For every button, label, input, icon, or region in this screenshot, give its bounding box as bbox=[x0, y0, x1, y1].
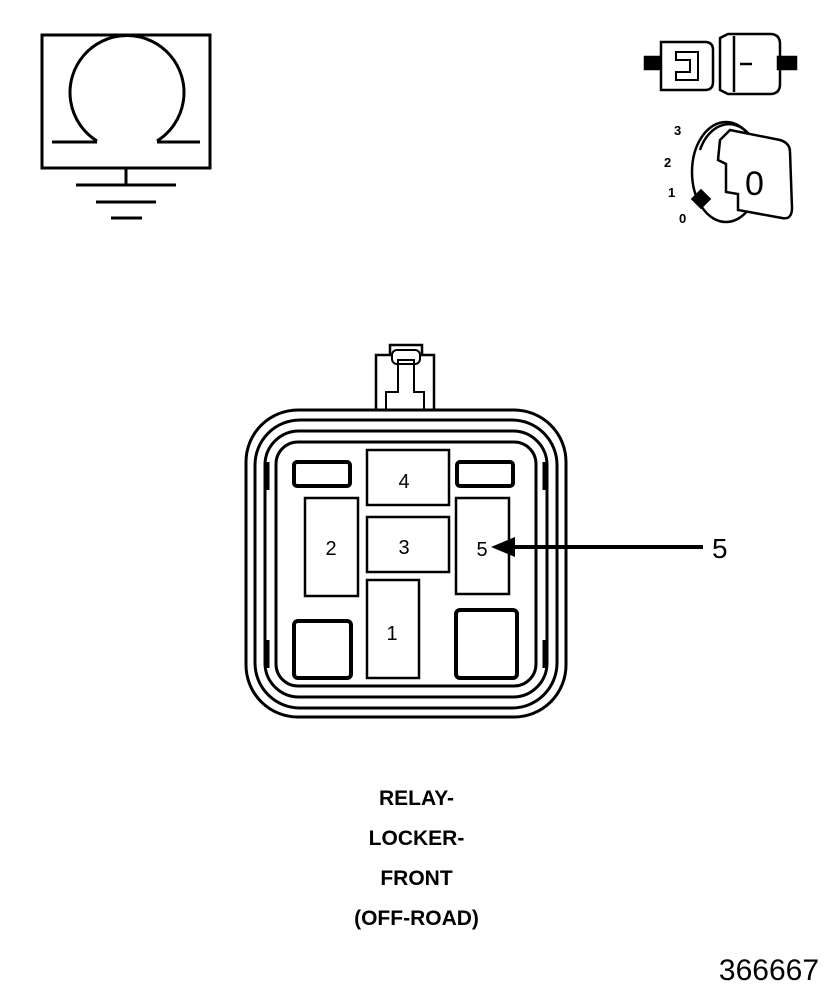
cavity-3 bbox=[365, 515, 451, 574]
ignition-key-switch-icon bbox=[690, 120, 794, 224]
cavity-label-3: 3 bbox=[398, 537, 409, 559]
cavity-1 bbox=[365, 578, 421, 680]
cavity-label-5: 5 bbox=[476, 539, 487, 561]
caption-line: (OFF-ROAD) bbox=[354, 907, 479, 930]
connector-disconnected-icon bbox=[643, 32, 798, 96]
ignition-position-label: 0 bbox=[679, 211, 686, 226]
cavity-label-2: 2 bbox=[325, 538, 336, 560]
ignition-key-label: 0 bbox=[745, 165, 764, 203]
ignition-position-label: 3 bbox=[674, 123, 681, 138]
caption-line: FRONT bbox=[380, 867, 453, 890]
cavity-label-1: 1 bbox=[386, 623, 397, 645]
callout-label: 5 bbox=[712, 533, 728, 564]
figure-number: 366667 bbox=[718, 954, 819, 987]
ignition-position-label: 1 bbox=[668, 185, 675, 200]
cavity-2 bbox=[303, 496, 360, 598]
cavity-label-4: 4 bbox=[398, 471, 409, 493]
cavity-4 bbox=[365, 448, 451, 507]
caption-line: LOCKER- bbox=[368, 827, 465, 850]
ohm-meter-ground-icon bbox=[40, 33, 212, 220]
caption-line: RELAY- bbox=[378, 787, 455, 810]
ignition-position-label: 2 bbox=[664, 155, 671, 170]
callout-arrow bbox=[491, 537, 703, 557]
relay-connector bbox=[244, 343, 568, 719]
